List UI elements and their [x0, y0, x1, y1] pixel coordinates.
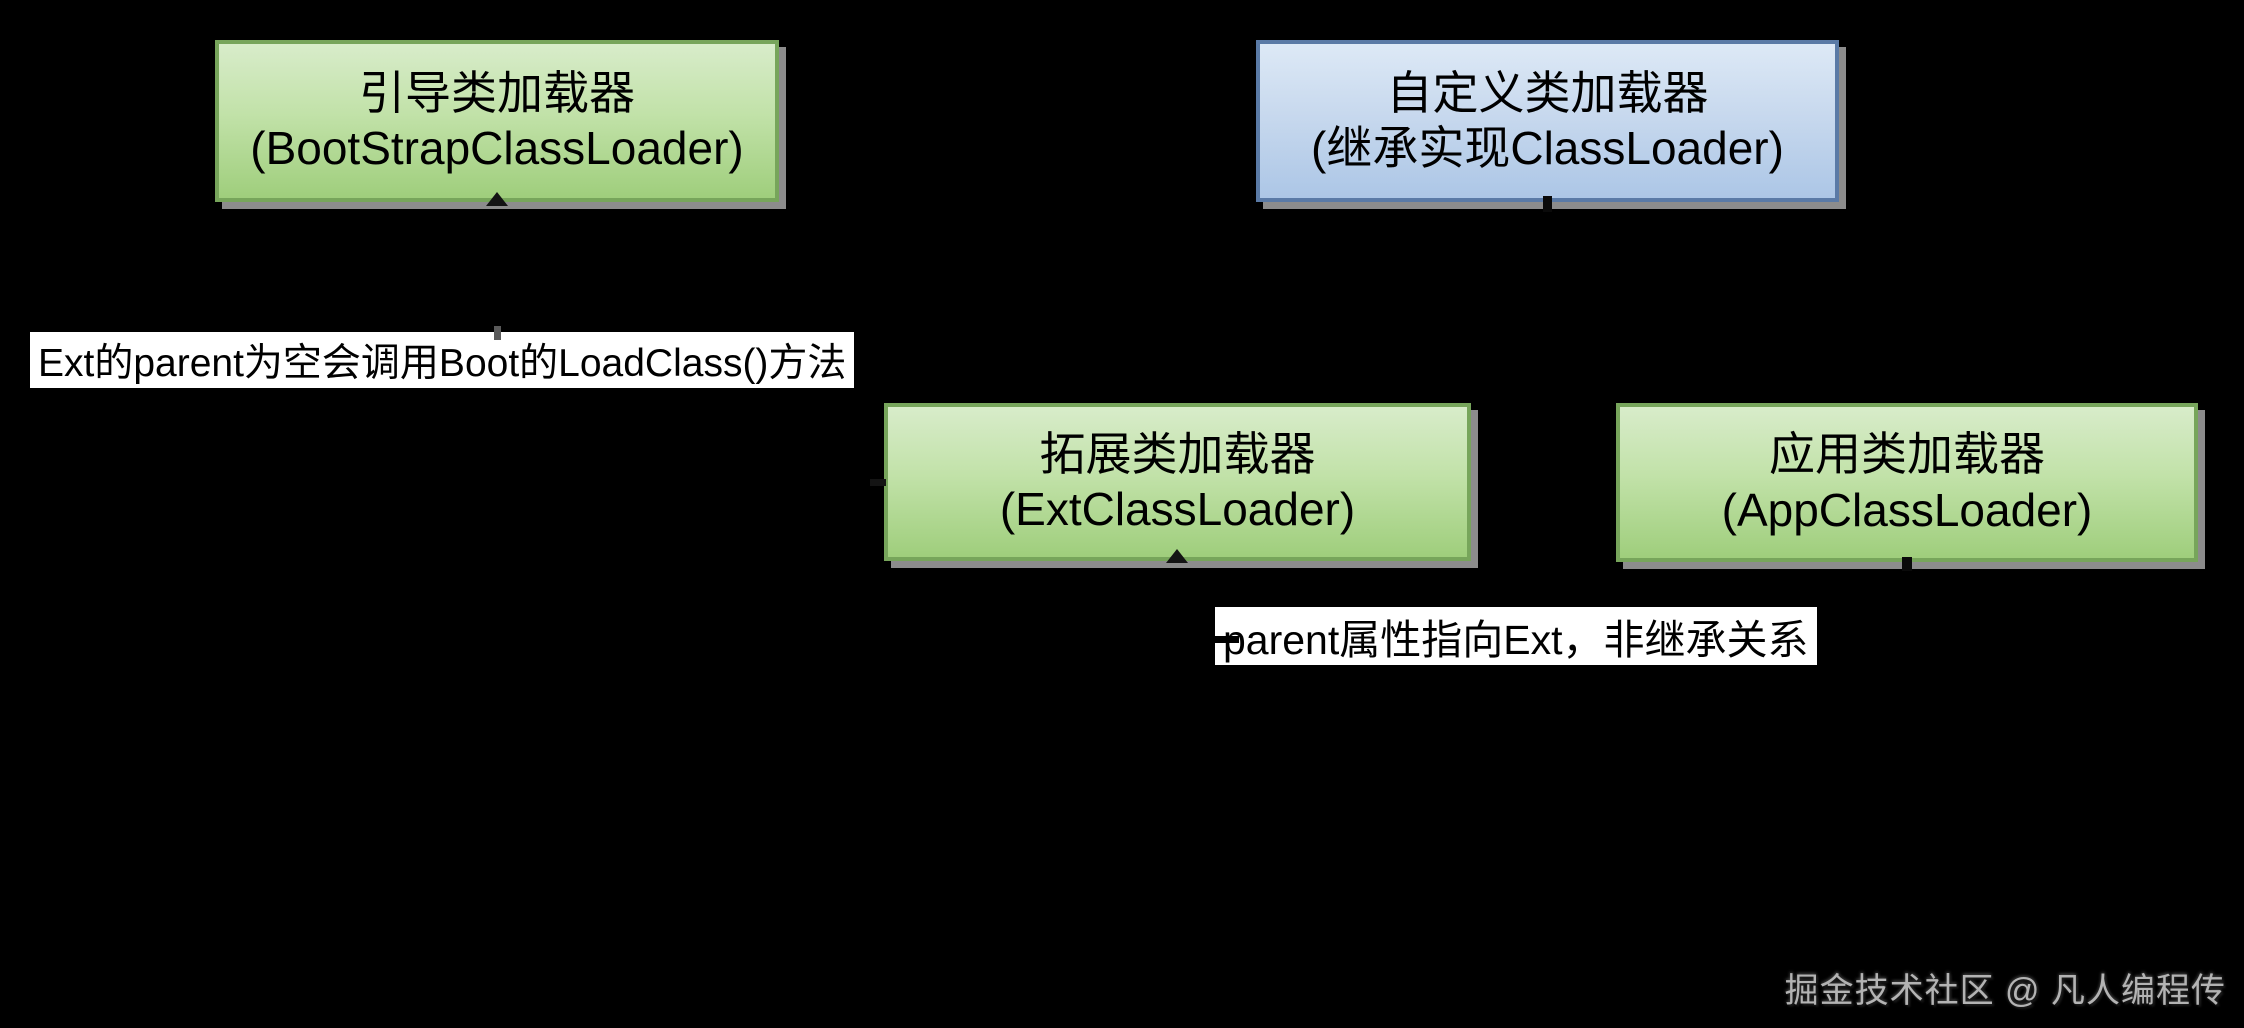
connector-dash-ext-left	[870, 479, 886, 486]
node-title: 拓展类加载器	[1039, 427, 1316, 480]
node-custom-classloader: 自定义类加载器 (继承实现ClassLoader)	[1256, 40, 1839, 202]
connector-tick-above-note	[494, 326, 501, 340]
annotation-ext-parent-note: Ext的parent为空会调用Boot的LoadClass()方法	[30, 332, 855, 388]
node-subtitle: (BootStrapClassLoader)	[250, 122, 744, 174]
node-app-classloader: 应用类加载器 (AppClassLoader)	[1616, 403, 2198, 562]
connector-dash-note-left	[1215, 636, 1239, 643]
connector-notch-below-custom	[1543, 196, 1552, 212]
arrowhead-up-into-bootstrap-icon	[486, 192, 508, 206]
node-subtitle: (继承实现ClassLoader)	[1311, 122, 1784, 174]
node-title: 引导类加载器	[359, 66, 635, 119]
node-subtitle: (ExtClassLoader)	[999, 483, 1356, 535]
connector-notch-below-app	[1902, 557, 1912, 571]
node-title: 应用类加载器	[1769, 428, 2045, 481]
node-ext-classloader: 拓展类加载器 (ExtClassLoader)	[884, 403, 1471, 561]
node-title: 自定义类加载器	[1386, 66, 1709, 119]
node-bootstrap-classloader: 引导类加载器 (BootStrapClassLoader)	[215, 40, 779, 202]
node-subtitle: (AppClassLoader)	[1721, 483, 2093, 536]
watermark: 掘金技术社区 @ 凡人编程传	[1784, 972, 2226, 1010]
arrowhead-up-into-ext-icon	[1166, 549, 1188, 563]
annotation-parent-attr-note: parent属性指向Ext，非继承关系	[1215, 607, 1817, 665]
